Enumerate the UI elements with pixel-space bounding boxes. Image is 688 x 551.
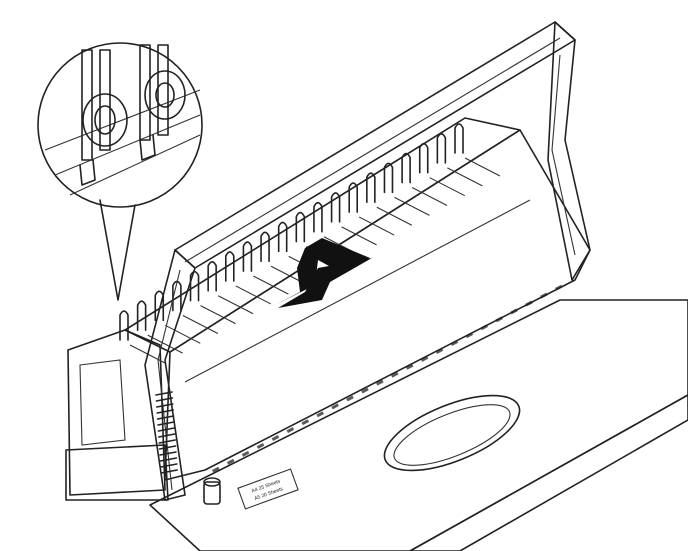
comb-finger-slot (253, 275, 289, 295)
grip-rib (159, 451, 177, 456)
tray-slot (331, 403, 339, 410)
grip-rib (157, 421, 175, 426)
comb-finger (295, 211, 306, 243)
comb-finger (401, 152, 411, 184)
handle-left-arm (144, 249, 196, 501)
grip-rib (158, 439, 176, 444)
comb-finger-slot (341, 226, 377, 246)
grip-rib (160, 463, 178, 468)
comb-finger (313, 201, 323, 233)
grip-rib (159, 457, 178, 462)
tray-slot (256, 442, 265, 449)
tray-slot (420, 355, 429, 362)
tray-slot (211, 466, 220, 473)
direction-arrow-head (278, 258, 372, 308)
comb-finger-slot (429, 177, 465, 197)
callout-circle (37, 42, 203, 208)
tray-oval-cutout-inner (393, 404, 511, 466)
grip-rib (156, 409, 174, 414)
comb-finger (136, 300, 147, 331)
handle-bar (174, 21, 576, 269)
comb-finger-slot (217, 295, 254, 315)
comb-finger (366, 172, 376, 204)
tray-slot (376, 379, 384, 386)
comb-finger (383, 162, 394, 194)
callout-detail-drawing (44, 44, 201, 196)
comb-finger (454, 123, 464, 154)
comb-finger-slot (376, 206, 413, 226)
handle-right-arm-inner (551, 54, 576, 256)
paper-tray (149, 284, 688, 551)
comb-finger (418, 142, 429, 174)
callout-pointer (99, 199, 136, 301)
tray-slot (346, 395, 354, 402)
comb-finger-slot (394, 196, 430, 216)
grip-rib (156, 403, 174, 408)
comb-finger (330, 192, 341, 223)
comb-finger (207, 261, 217, 292)
comb-finger (242, 241, 253, 272)
tray-front-edge (409, 394, 688, 551)
tray-slot (361, 387, 369, 394)
body-inner-line (184, 199, 531, 383)
tray-slot (271, 435, 280, 441)
comb-finger-slot (182, 314, 219, 334)
comb-finger (436, 133, 447, 164)
tray-oval-cutout (383, 394, 521, 472)
direction-arrow (275, 238, 370, 305)
handle-right-arm (547, 21, 591, 281)
tray-slot (316, 411, 324, 418)
detail-callout (37, 42, 203, 301)
comb-finger-slot (411, 187, 448, 207)
comb-finger (154, 290, 165, 322)
grip-rib (158, 433, 176, 438)
machine-body (65, 117, 591, 501)
comb-finger (348, 182, 359, 213)
comb-finger-slot (235, 285, 272, 305)
grip-rib (155, 391, 173, 396)
capacity-label-plate: A4 25 Sheets A5 20 Sheets (237, 468, 299, 510)
handle-grip-ribs (155, 391, 178, 474)
comb-finger-slot (358, 216, 395, 236)
comb-finger (119, 310, 129, 341)
tray-slot (286, 427, 295, 434)
comb-finger-slot (464, 157, 501, 177)
tray-slot (390, 371, 399, 378)
comb-finger (277, 221, 288, 253)
grip-rib (157, 427, 176, 432)
comb-finger-slot (165, 324, 201, 344)
handle-left-arm-inner (157, 269, 181, 491)
tray-slot (241, 450, 250, 457)
comb-finger-slot (447, 167, 483, 187)
operating-handle (144, 21, 591, 501)
comb-finger-slot (147, 334, 183, 354)
body-side-panel (79, 359, 126, 446)
grip-rib (155, 397, 174, 402)
grip-rib (158, 445, 177, 450)
tray-slot (226, 458, 235, 465)
body-front-face (67, 329, 166, 496)
tray-top-surface (149, 299, 688, 551)
comb-finger (260, 231, 270, 263)
handle-bar-inner (184, 37, 561, 263)
comb-finger-slot (200, 305, 236, 325)
control-knob (203, 477, 221, 505)
tray-slot (405, 363, 414, 370)
tray-slot (301, 419, 310, 426)
body-top-rail (124, 117, 521, 353)
body-long-face (164, 129, 591, 481)
grip-rib (160, 469, 178, 474)
grip-rib (156, 415, 175, 420)
comb-fingers (119, 123, 501, 364)
comb-finger (224, 251, 235, 282)
